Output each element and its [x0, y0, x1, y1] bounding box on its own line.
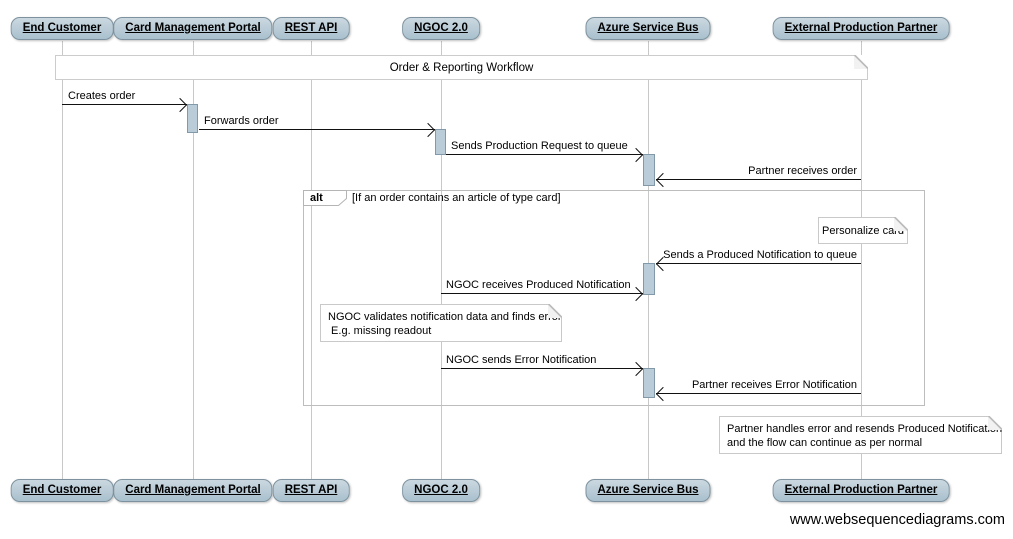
arrowhead-right-icon	[172, 97, 188, 113]
message-label: Sends Production Request to queue	[451, 140, 628, 152]
activation-card-management-portal	[187, 104, 198, 133]
message-arrow-creates-order	[62, 97, 188, 113]
note-text: Personalize card	[822, 224, 904, 237]
activation-ngoc	[435, 129, 446, 155]
note-ngoc-validates: NGOC validates notification data and fin…	[320, 304, 562, 342]
watermark-url: www.websequencediagrams.com	[789, 512, 1005, 528]
message-label: Sends a Produced Notification to queue	[663, 249, 857, 261]
note-fold-corner-icon	[548, 304, 562, 318]
arrowhead-right-icon	[628, 147, 644, 163]
participant-bottom-ngoc: NGOC 2.0	[402, 479, 480, 502]
message-label: Partner receives Error Notification	[691, 379, 857, 391]
note-text-line: Partner handles error and resends Produc…	[727, 423, 1003, 435]
message-label: Forwards order	[204, 115, 279, 127]
arrowhead-left-icon	[655, 172, 671, 188]
message-arrow-production-request	[446, 147, 644, 163]
diagram-title: Order & Reporting Workflow	[389, 61, 534, 74]
note-text-line: NGOC validates notification data and fin…	[328, 311, 562, 323]
participant-bottom-azure-service-bus: Azure Service Bus	[585, 479, 711, 502]
message-arrow-error-notification	[441, 361, 644, 377]
lifeline-card-management-portal	[193, 41, 194, 480]
arrowhead-right-icon	[420, 122, 436, 138]
message-arrow-partner-receives-error	[655, 386, 861, 402]
participant-bottom-end-customer: End Customer	[10, 479, 114, 502]
participant-top-external-production-partner: External Production Partner	[772, 17, 950, 40]
participant-bottom-external-production-partner: External Production Partner	[772, 479, 950, 502]
participant-top-ngoc: NGOC 2.0	[402, 17, 480, 40]
note-personalize-card: Personalize card	[818, 217, 908, 244]
participant-top-card-management-portal: Card Management Portal	[113, 17, 273, 40]
participant-top-rest-api: REST API	[272, 17, 350, 40]
participant-bottom-rest-api: REST API	[272, 479, 350, 502]
note-partner-handles-error: Partner handles error and resends Produc…	[719, 416, 1002, 454]
participant-top-end-customer: End Customer	[10, 17, 114, 40]
message-arrow-partner-receives-order	[655, 172, 861, 188]
alt-tab-shape	[303, 190, 347, 206]
note-fold-corner-icon	[988, 416, 1002, 430]
participant-bottom-card-management-portal: Card Management Portal	[113, 479, 273, 502]
message-label: NGOC receives Produced Notification	[446, 279, 631, 291]
lifeline-end-customer	[62, 41, 63, 480]
lifeline-azure-service-bus	[648, 41, 649, 480]
activation-azure-service-bus-2	[643, 263, 655, 295]
participant-top-azure-service-bus: Azure Service Bus	[585, 17, 711, 40]
message-arrow-produced-notification	[655, 256, 861, 272]
activation-azure-service-bus-1	[643, 154, 655, 186]
message-arrow-forwards-order	[199, 122, 436, 138]
title-fold-corner-icon	[854, 55, 868, 69]
activation-azure-service-bus-3	[643, 368, 655, 398]
alt-operator-label: alt	[310, 192, 323, 204]
alt-frame	[303, 190, 925, 406]
alt-condition-label: [If an order contains an article of type…	[352, 192, 561, 204]
diagram-title-band: Order & Reporting Workflow	[55, 55, 868, 80]
note-text-line: E.g. missing readout	[328, 325, 432, 337]
note-text-line: and the flow can continue as per normal	[727, 437, 923, 449]
message-label: Creates order	[68, 90, 136, 102]
note-fold-corner-icon	[894, 217, 908, 231]
lifeline-external-production-partner	[861, 41, 862, 480]
lifeline-rest-api	[311, 41, 312, 480]
message-label: NGOC sends Error Notification	[446, 354, 597, 366]
message-arrow-ngoc-receives-notification	[441, 286, 644, 302]
lifeline-ngoc	[441, 41, 442, 480]
message-label: Partner receives order	[748, 165, 857, 177]
